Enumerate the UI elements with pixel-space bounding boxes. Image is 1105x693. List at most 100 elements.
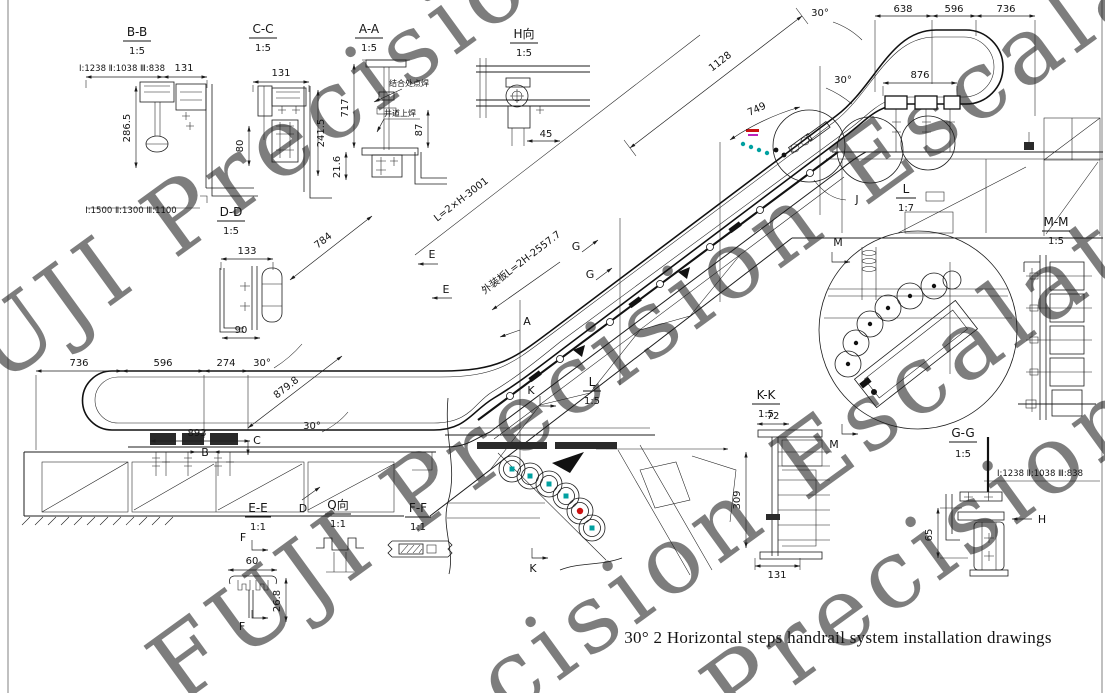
kk-dim-131: 131 [767, 570, 786, 581]
view-bb-scale: 1:5 [129, 46, 145, 57]
marker-m: M [829, 438, 839, 451]
dd-dim-133: 133 [237, 246, 256, 257]
dim-876: 876 [910, 70, 929, 81]
gg-dim-65: 65 [924, 529, 935, 542]
kk-dim-309: 309 [732, 490, 743, 509]
dim-749: 749 [746, 101, 768, 119]
angle-lower2: 30° [303, 421, 321, 432]
dim-638: 638 [893, 4, 912, 15]
view-cc: C-C 1:5 131 241.5 80 [235, 22, 332, 199]
view-aa-scale: 1:5 [361, 43, 377, 54]
angle-upper-transition: 30° [834, 75, 852, 86]
marker-b: B [201, 446, 209, 459]
view-q-scale: 1:1 [330, 519, 346, 530]
marker-j: J [854, 193, 858, 206]
view-kk: K-K 1:5 72 309 131 [732, 388, 832, 581]
view-gg-scale: 1:5 [955, 449, 971, 460]
view-kk-title: K-K [757, 388, 777, 402]
sheet-frame [7, 0, 1103, 693]
view-q-title: Q向 [327, 497, 348, 512]
sheet-title: 30° 2 Horizontal steps handrail system i… [624, 628, 1052, 647]
d-marker: D [299, 486, 321, 515]
marker-d: D [299, 502, 307, 515]
step-clips [528, 221, 742, 383]
view-mm: M-M 1:5 [1018, 215, 1096, 420]
marker-g: G [586, 268, 595, 281]
view-l7-scale: 1:7 [898, 203, 914, 214]
handrail-inner-line [94, 36, 995, 424]
view-ff-title: F-F [409, 501, 427, 515]
cc-dim-131: 131 [271, 68, 290, 79]
dim-736-bot: 736 [69, 358, 88, 369]
k-detail: K L 1:5 [445, 375, 737, 576]
view-gg-title: G-G [951, 426, 974, 440]
dd-dim-90: 90 [235, 325, 248, 336]
view-aa: A-A 1:5 717 21.6 87 结合处点焊 井道上焊 [332, 22, 447, 185]
aa-note-site: 井道上焊 [384, 108, 416, 118]
view-bb: B-B 1:5 Ⅰ:1238 Ⅱ:1038 Ⅲ:838 131 286.5 Ⅰ:… [79, 25, 258, 216]
l7-detail: L 1:7 M M [818, 182, 1018, 451]
gg-dim-levels: Ⅰ:1238 Ⅱ:1038 Ⅲ:838 [997, 469, 1083, 479]
marker-h: H [1038, 513, 1046, 526]
k-detail-rollers [498, 455, 606, 542]
truss-lattice [489, 254, 741, 471]
marker-f: F [240, 531, 246, 544]
view-ee-scale: 1:1 [250, 522, 266, 533]
upper-landing [792, 95, 1103, 239]
view-l7-title: L [903, 182, 910, 196]
view-bb-title: B-B [127, 25, 147, 39]
view-dd-scale: 1:5 [223, 226, 239, 237]
aa-note-weld: 结合处点焊 [389, 78, 429, 88]
view-mm-scale: 1:5 [1048, 236, 1064, 247]
dim-879-8: 879.8 [272, 375, 301, 401]
marker-e: E [443, 283, 450, 296]
dim-274: 274 [216, 358, 235, 369]
marker-e: E [429, 248, 436, 261]
ee-dim-60: 60 [246, 556, 259, 567]
view-h: H向 1:5 45 [476, 26, 590, 146]
marker-k: K [529, 562, 537, 575]
marker-g: G [572, 240, 581, 253]
view-h-title: H向 [513, 26, 534, 41]
truss-length-note: L=2×H-3001 [432, 176, 490, 224]
marker-m: M [833, 236, 843, 249]
marker-c: C [253, 434, 261, 447]
bb-dim-131: 131 [174, 63, 193, 74]
view-cc-title: C-C [252, 22, 273, 36]
view-ee: E-E 1:1 F 60 26.8 F [227, 501, 288, 633]
dim-596-bot: 596 [153, 358, 172, 369]
ee-dim-26-8: 26.8 [272, 590, 283, 612]
dim-1128: 1128 [707, 50, 734, 74]
kk-dim-72: 72 [767, 411, 780, 422]
angle-top: 30° [811, 8, 829, 19]
view-kk-scale: 1:5 [758, 409, 774, 420]
cc-dim-80: 80 [235, 140, 246, 153]
h-dim-45: 45 [540, 129, 553, 140]
lower-anchor-units [150, 433, 238, 476]
bb-dim-286-5: 286.5 [122, 114, 133, 143]
view-h-scale: 1:5 [516, 48, 532, 59]
step-rollers [506, 169, 814, 400]
marker-f: F [239, 620, 245, 633]
dim-596-top: 596 [944, 4, 963, 15]
view-cc-scale: 1:5 [255, 43, 271, 54]
skirt-line [128, 151, 867, 448]
view-aa-title: A-A [359, 22, 380, 36]
cc-dim-241-5: 241.5 [316, 119, 327, 148]
marker-k: K [527, 384, 535, 397]
view-dd-title: D-D [220, 205, 243, 219]
marker-a: A [523, 315, 531, 328]
aa-dim-717: 717 [340, 98, 351, 117]
handrail-loop [81, 29, 1004, 431]
view-l5-scale: 1:5 [584, 396, 600, 407]
dim-893: 893 [187, 428, 206, 439]
view-ff: F-F 1:1 [387, 501, 453, 558]
view-q: Q向 1:1 [316, 497, 364, 573]
view-dd: D-D 1:5 133 90 [217, 205, 283, 340]
dim-736-top: 736 [996, 4, 1015, 15]
angle-lower1: 30° [253, 358, 271, 369]
bb-dim-top: Ⅰ:1238 Ⅱ:1038 Ⅲ:838 [79, 64, 165, 74]
bb-dim-bottom: Ⅰ:1500 Ⅱ:1300 Ⅲ:1100 [85, 206, 176, 216]
panel-length-note: 外装板L=2H-2557.7 [479, 228, 563, 297]
